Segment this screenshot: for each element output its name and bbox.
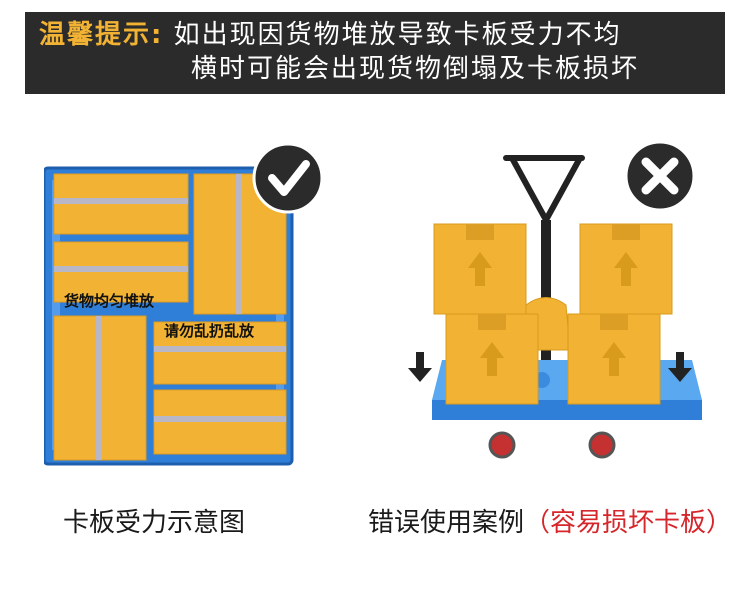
banner-text-1: 如出现因货物堆放导致卡板受力不均 bbox=[173, 20, 622, 50]
banner-text-2: 横时可能会出现货物倒塌及卡板损坏 bbox=[191, 54, 640, 84]
check-icon bbox=[252, 142, 324, 214]
sticker-even-stacking: 货物均匀堆放 bbox=[64, 292, 155, 310]
left-caption: 卡板受力示意图 bbox=[63, 508, 246, 538]
down-arrow-right-icon bbox=[668, 352, 692, 382]
right-caption: 错误使用案例（容易损坏卡板） bbox=[368, 502, 732, 539]
banner-line-1: 温馨提示: 如出现因货物堆放导致卡板受力不均 bbox=[39, 18, 711, 52]
pallet-top-view-image bbox=[42, 142, 324, 466]
down-arrow-left-icon bbox=[408, 352, 432, 382]
banner-label: 温馨提示: bbox=[39, 20, 164, 50]
wrong-usage-illustration bbox=[402, 140, 722, 470]
cross-icon bbox=[624, 140, 696, 212]
right-caption-warning: （容易损坏卡板） bbox=[524, 508, 733, 538]
warning-banner: 温馨提示: 如出现因货物堆放导致卡板受力不均 横时可能会出现货物倒塌及卡板损坏 bbox=[25, 12, 725, 94]
right-caption-main: 错误使用案例 bbox=[368, 508, 525, 538]
sticker-no-random-placement: 请勿乱扔乱放 bbox=[164, 322, 255, 340]
pallet-jack-image bbox=[408, 140, 702, 459]
correct-loading-illustration: 货物均匀堆放 请勿乱扔乱放 bbox=[42, 140, 344, 470]
